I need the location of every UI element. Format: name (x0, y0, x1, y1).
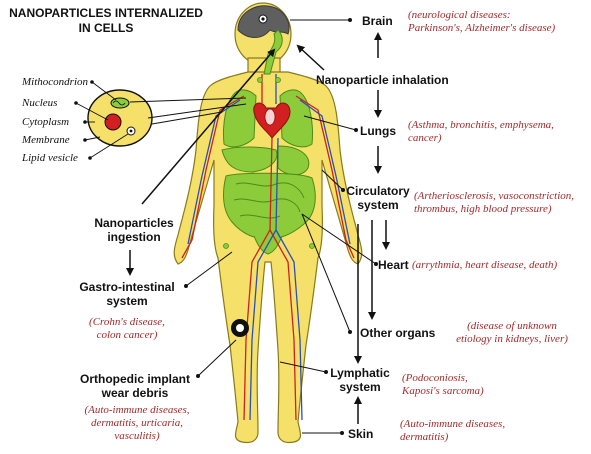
gi-diseases: (Crohn's disease, colon cancer) (89, 316, 165, 341)
lungs-diseases: (Asthma, bronchitis, emphysema, cancer) (408, 119, 554, 144)
ingestion-arrow (141, 48, 276, 205)
gi-label: Gastro-intestinal system (79, 280, 175, 308)
body-silhouette (173, 71, 363, 444)
ortho-diseases: (Auto-immune diseases, dermatitis, urtic… (84, 404, 190, 442)
lymphatic-label: Lymphatic system (330, 366, 390, 394)
veins (187, 74, 351, 421)
cell-part-label: Cytoplasm (22, 116, 70, 128)
cell-part-label: Mithocondrion (22, 76, 88, 88)
inhalation-label: Nanoparticle inhalation (316, 73, 449, 87)
brain-label: Brain (362, 14, 393, 28)
heart-diseases: (arrythmia, heart disease, death) (412, 259, 558, 271)
cell-leader-lines (75, 81, 247, 159)
circulatory-leader (321, 169, 344, 191)
lungs-shape (279, 89, 313, 148)
intestines-shape (223, 172, 316, 239)
cell-part-label: Lipid vesicle (22, 152, 78, 164)
skin-diseases: (Auto-immune diseases, dermatitis) (400, 418, 506, 443)
cell-part-label: Membrane (22, 134, 70, 146)
cell-part-label: Nucleus (22, 97, 58, 109)
stomach-shape (277, 145, 310, 176)
liver-shape (221, 146, 278, 173)
cell-icon (87, 89, 153, 147)
title-line: IN CELLS (78, 21, 134, 35)
lymphatic-leader (279, 361, 327, 373)
gi-leader (185, 251, 233, 287)
lymphatic-diseases: (Podoconiosis, Kaposi's sarcoma) (402, 372, 484, 397)
heart-leader (301, 213, 377, 265)
brain-diseases: (neurological diseases: Parkinson's, Alz… (408, 9, 556, 34)
other-organs-leader (301, 213, 351, 333)
circulatory-diseases: (Artheriosclerosis, vasoconstriction, th… (414, 190, 574, 215)
ortho-leader (197, 339, 237, 377)
human-body (173, 2, 363, 444)
other-organs-label: Other organs (360, 326, 436, 340)
lungs-leader (303, 115, 357, 131)
leader-dot-icon (74, 80, 94, 160)
lymph-nodes (223, 77, 315, 249)
other-organs-diseases: (disease of unknown etiology in kidneys,… (456, 320, 568, 345)
skin-label: Skin (348, 427, 374, 441)
lungs-label: Lungs (360, 124, 396, 138)
heart-label: Heart (378, 258, 409, 272)
ingestion-label: Nanoparticles ingestion (94, 216, 174, 244)
ortho-label: Orthopedic implant wear debris (79, 372, 190, 400)
circulatory-label: Circulatory system (346, 184, 410, 212)
title-line: NANOPARTICLES INTERNALIZED (9, 6, 203, 20)
lungs-shape (223, 89, 257, 148)
inhalation-arrow (296, 44, 325, 71)
diagram-title: NANOPARTICLES INTERNALIZED IN CELLS (6, 6, 206, 36)
